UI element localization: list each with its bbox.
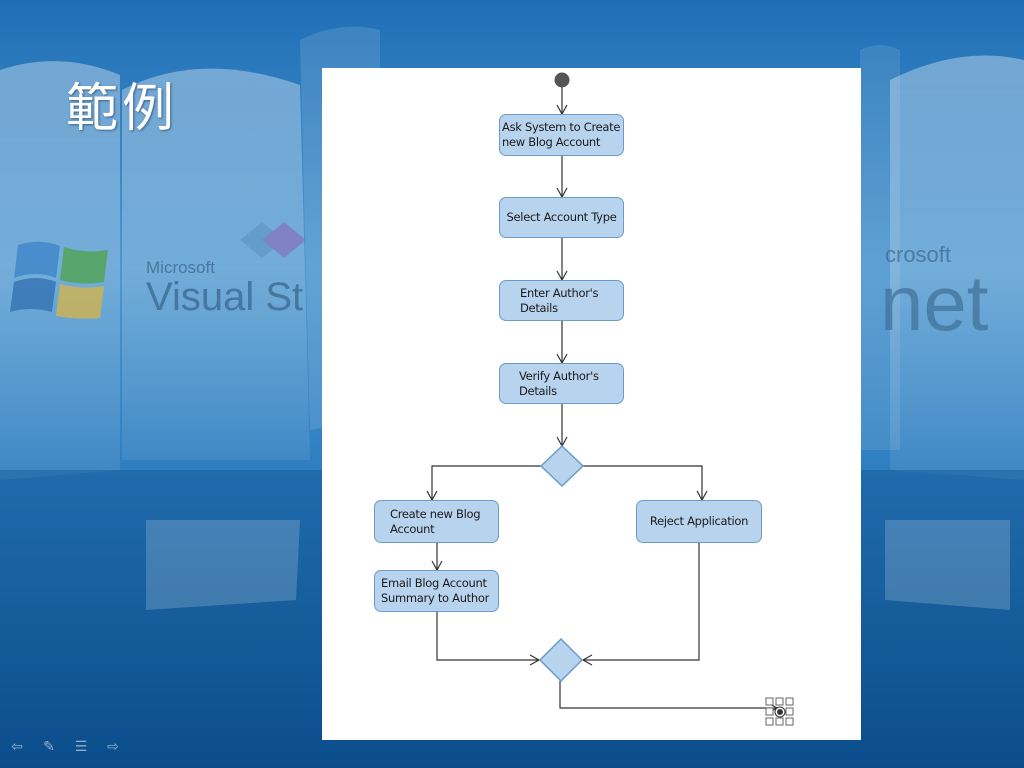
activity-diagram: Ask System to Create new Blog Account Se… <box>322 68 861 740</box>
slide-title: 範例 <box>66 79 179 139</box>
flow-edge <box>436 612 541 666</box>
pen-icon[interactable]: ✎ <box>43 739 55 755</box>
node-create-blog-account[interactable]: Create new Blog Account <box>374 500 499 543</box>
windows-logo-icon <box>10 241 108 319</box>
diagram-connectors <box>426 72 794 726</box>
backdrop-net-text: net <box>880 259 989 347</box>
node-select-account-type[interactable]: Select Account Type <box>499 197 624 238</box>
arrow-left-icon[interactable]: ⇦ <box>11 739 23 755</box>
merge-node <box>538 637 584 683</box>
flow-edge <box>559 681 779 714</box>
flow-edge <box>583 465 708 502</box>
arrow-right-icon[interactable]: ⇨ <box>107 739 119 755</box>
visual-studio-logo-icon <box>240 222 306 258</box>
initial-node <box>554 72 570 88</box>
node-ask-system[interactable]: Ask System to Create new Blog Account <box>499 114 624 156</box>
flow-edge <box>426 465 541 502</box>
slide-nav: ⇦ ✎ ☰ ⇨ <box>8 739 122 755</box>
decision-node <box>539 444 585 488</box>
menu-icon[interactable]: ☰ <box>74 739 88 755</box>
flow-edge <box>581 543 700 666</box>
node-reject-application[interactable]: Reject Application <box>636 500 762 543</box>
backdrop-microsoft-right-text: crosoft <box>885 242 951 267</box>
backdrop-visual-text: Visual St <box>146 275 303 319</box>
backdrop-microsoft-text: Microsoft <box>146 258 215 277</box>
node-email-summary[interactable]: Email Blog Account Summary to Author <box>374 570 499 612</box>
node-enter-author-details[interactable]: Enter Author's Details <box>499 280 624 321</box>
node-verify-author-details[interactable]: Verify Author's Details <box>499 363 624 404</box>
final-node-selected <box>765 697 794 726</box>
